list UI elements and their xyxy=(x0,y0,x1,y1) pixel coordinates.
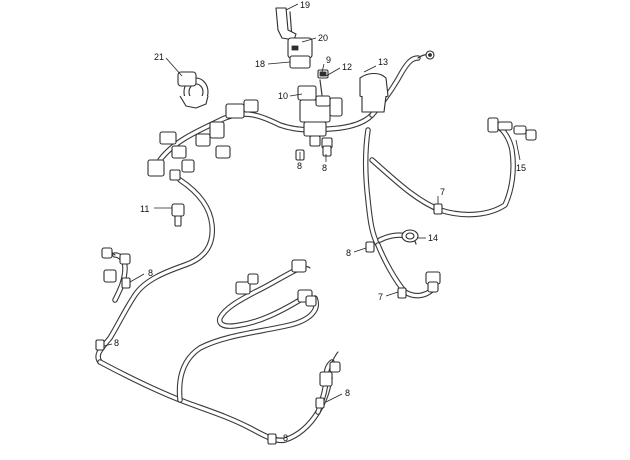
callout-8-d: 8 xyxy=(148,268,153,278)
callout-12: 12 xyxy=(342,62,352,72)
callout-8-b: 8 xyxy=(322,163,327,173)
callout-11: 11 xyxy=(140,204,149,214)
callout-8-e: 8 xyxy=(114,338,119,348)
callout-8-c: 8 xyxy=(346,248,351,258)
callout-8-a: 8 xyxy=(297,161,302,171)
callout-10: 10 xyxy=(278,91,288,101)
callout-13: 13 xyxy=(378,57,388,67)
callout-8-f: 8 xyxy=(345,388,350,398)
callout-18: 18 xyxy=(255,59,265,69)
callout-labels: 19 20 18 21 9 12 13 10 8 8 7 15 11 14 8 … xyxy=(114,0,526,443)
callout-14: 14 xyxy=(428,233,438,243)
connectors xyxy=(95,7,537,445)
callout-19: 19 xyxy=(300,0,310,10)
callout-15: 15 xyxy=(516,163,526,173)
callout-20: 20 xyxy=(318,33,328,43)
harness-wires xyxy=(95,55,516,444)
callout-8-g: 8 xyxy=(283,433,288,443)
leader-lines xyxy=(103,3,521,439)
callout-7-b: 7 xyxy=(378,292,383,302)
callout-7-a: 7 xyxy=(440,187,445,197)
callout-21: 21 xyxy=(154,52,164,62)
callout-9: 9 xyxy=(326,55,331,65)
